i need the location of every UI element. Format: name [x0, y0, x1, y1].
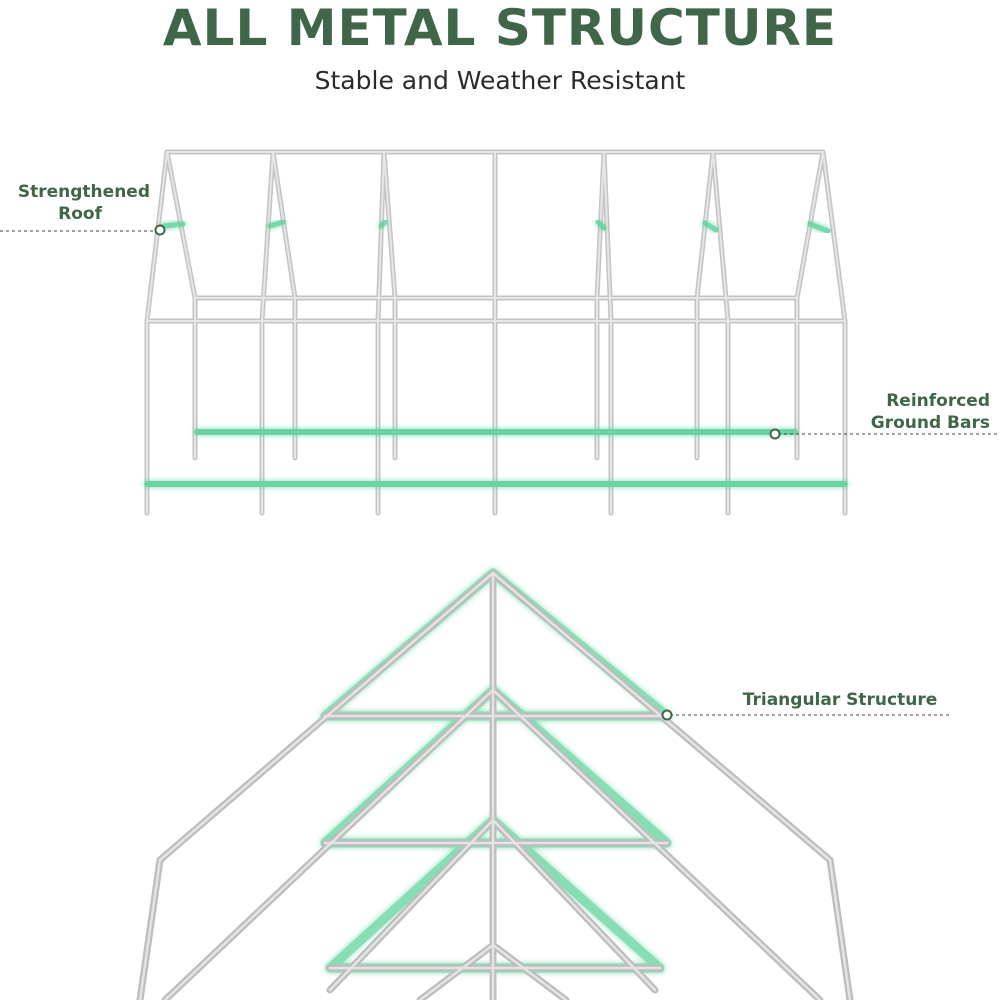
callout-roof-line2: Roof [58, 204, 102, 224]
callout-roof-pointer [0, 224, 166, 236]
strengthened-roof-braces-highlight [160, 219, 831, 234]
callout-triangular-structure: Triangular Structure [720, 689, 960, 711]
front-view-frame [144, 149, 848, 516]
callout-strengthened-roof: Strengthened Roof [0, 181, 150, 225]
reinforced-ground-bars-highlight [144, 429, 848, 487]
callout-triangle-line1: Triangular Structure [742, 690, 938, 710]
callout-reinforced-ground-bars: Reinforced Ground Bars [850, 390, 990, 434]
callout-ground-line1: Reinforced [886, 391, 990, 411]
page-title: ALL METAL STRUCTURE [162, 0, 838, 57]
page-subtitle: Stable and Weather Resistant [314, 66, 686, 95]
callout-ground-line2: Ground Bars [870, 413, 990, 433]
triangular-gable-frame [136, 568, 854, 1000]
callout-ground-pointer [769, 428, 1000, 440]
callout-triangle-pointer [661, 709, 950, 721]
callout-roof-line1: Strengthened [17, 182, 150, 202]
